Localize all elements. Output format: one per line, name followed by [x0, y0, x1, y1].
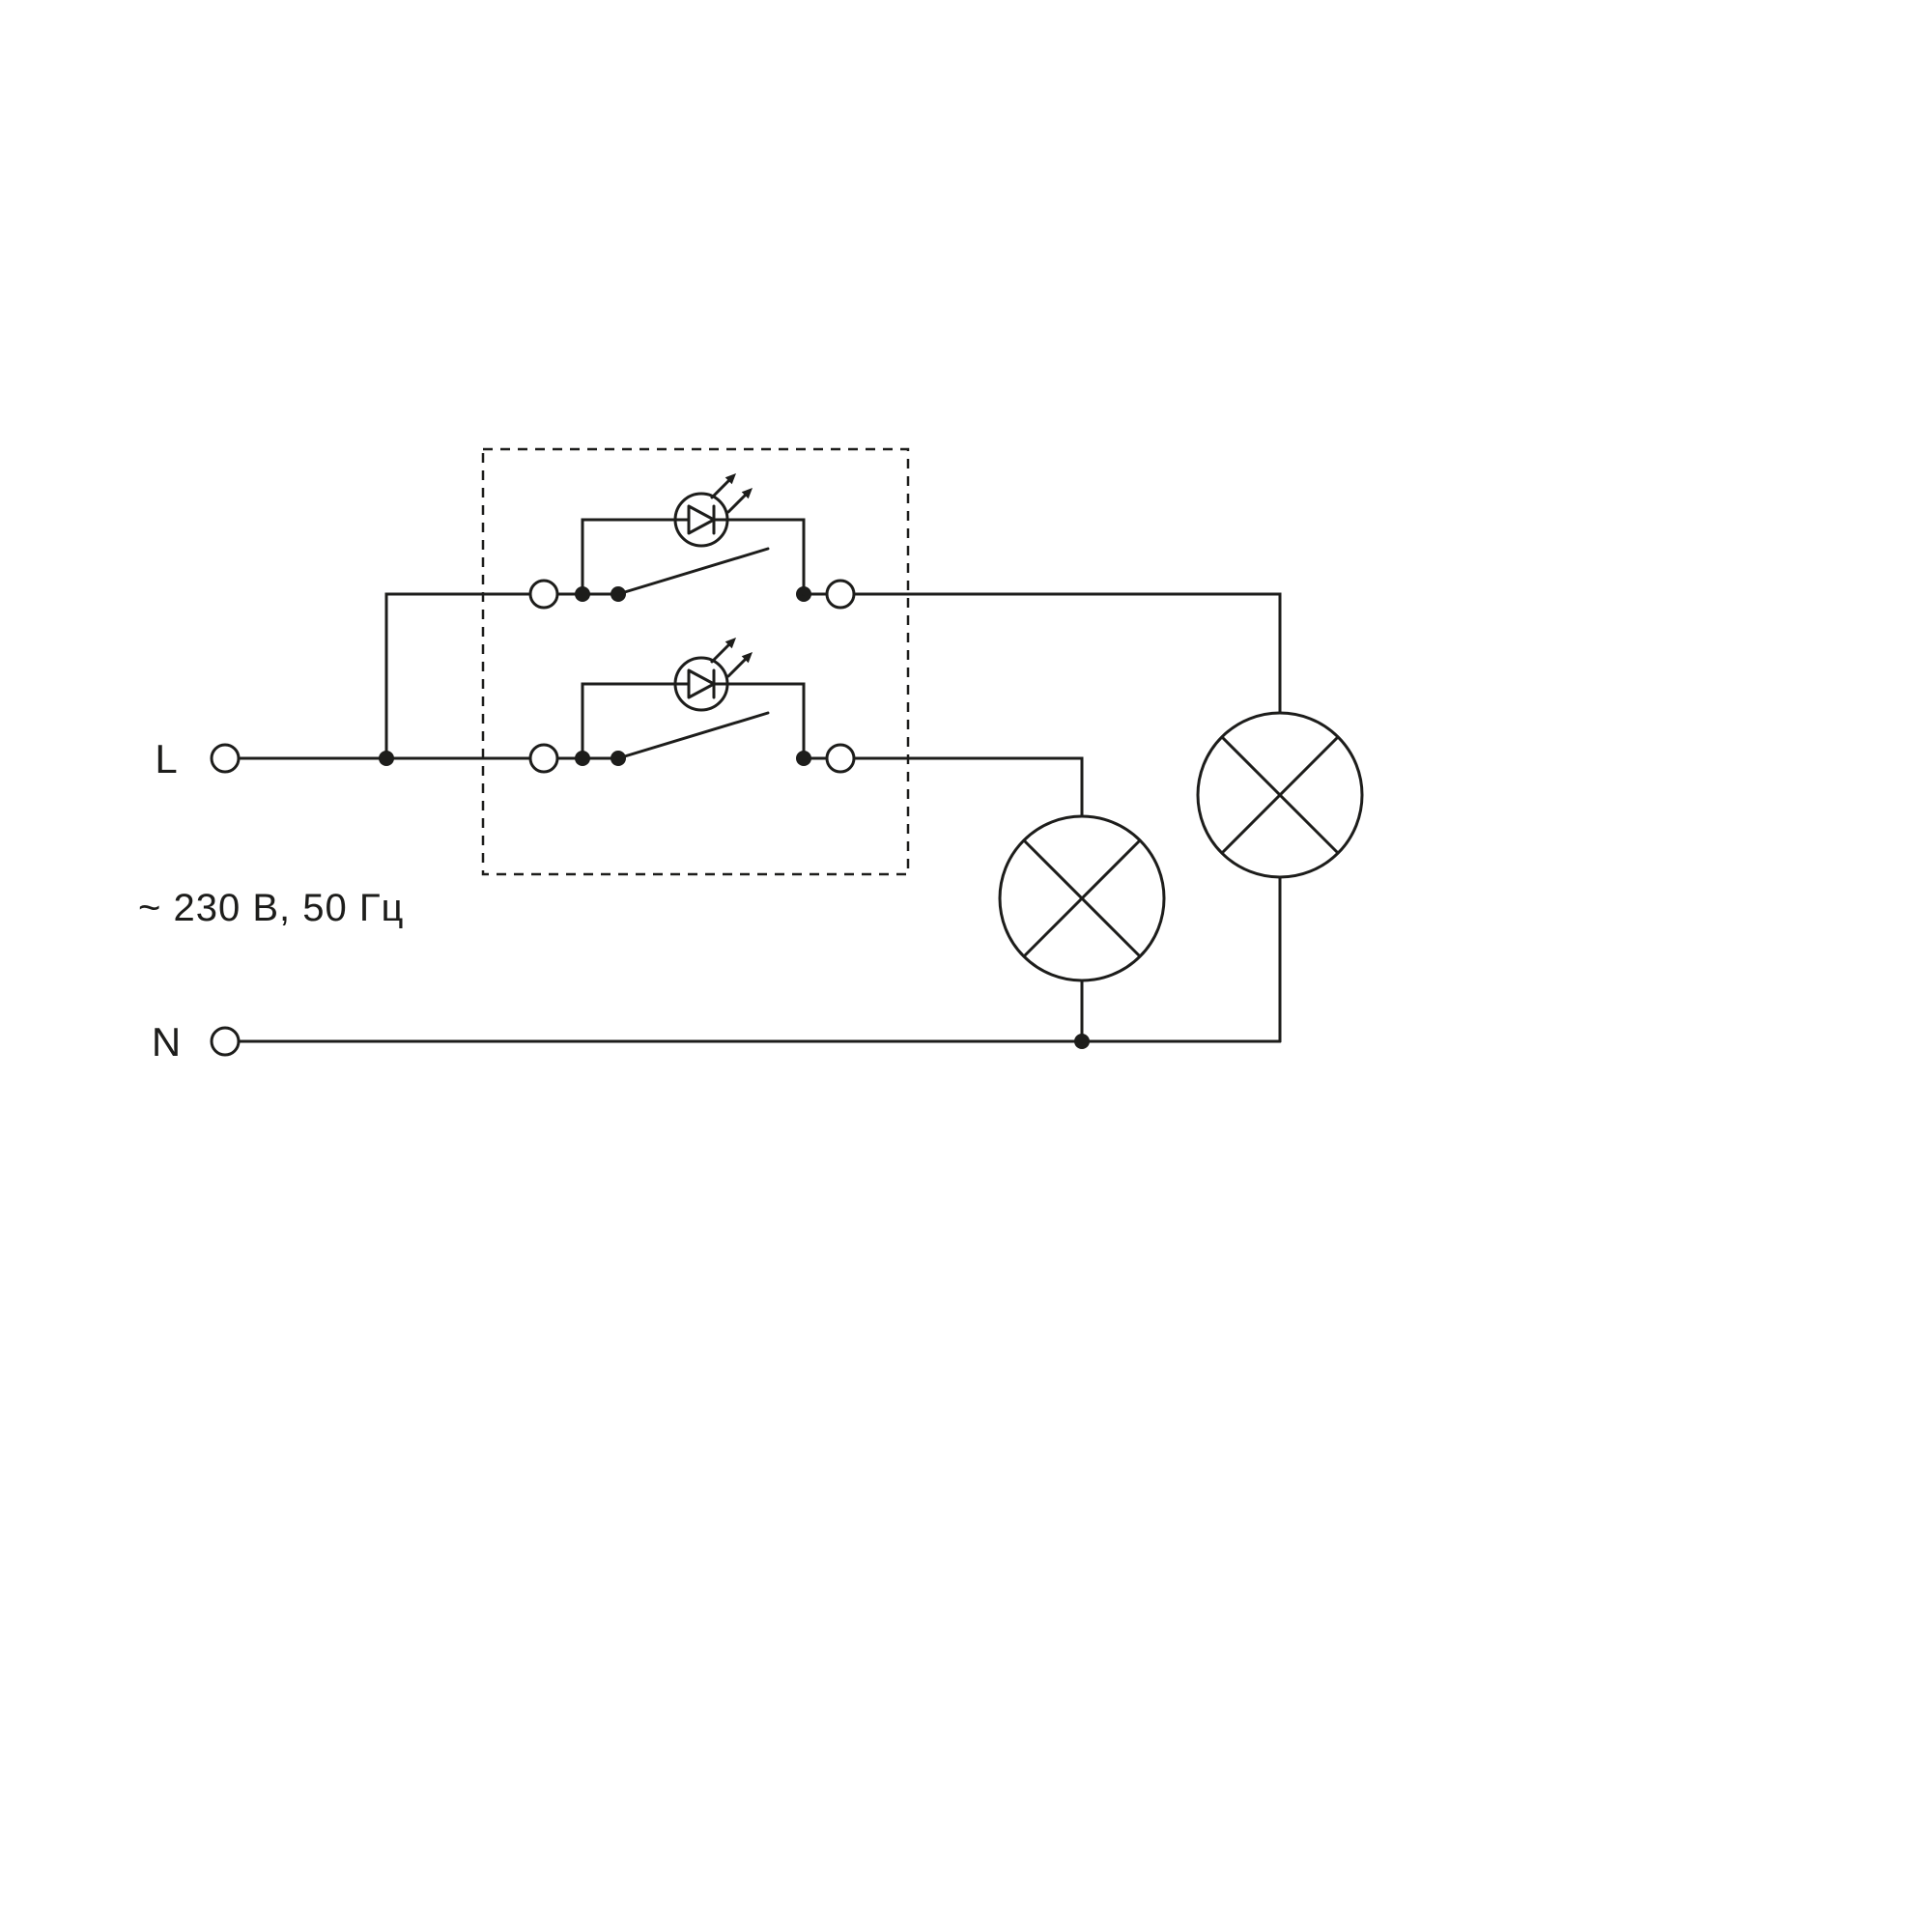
switch-2-terminal-out [825, 743, 856, 774]
switch-unit-boundary [481, 447, 910, 876]
voltage-rating-label: ~ 230 В, 50 Гц [138, 887, 404, 929]
terminal-L-icon [210, 743, 241, 774]
wire-line-feed [237, 592, 532, 766]
switch-2 [528, 711, 856, 774]
led-emission-arrows-icon [710, 638, 753, 678]
wire-switch2-to-lamp1 [852, 756, 1084, 818]
junction-dot [379, 751, 394, 766]
switch-2-blade-icon [616, 711, 770, 760]
switch-1 [528, 547, 856, 610]
wire-switch1-to-lamp2 [852, 592, 1282, 715]
lamp-1-icon [998, 814, 1166, 982]
led-emission-arrows-icon [710, 473, 753, 514]
switch-1-terminal-in [528, 579, 559, 610]
led-indicator-2 [581, 638, 806, 760]
led-indicator-1 [581, 473, 806, 596]
switch-1-terminal-out [825, 579, 856, 610]
switch-2-terminal-in [528, 743, 559, 774]
neutral-terminal-label: N [152, 1019, 181, 1065]
lamp-2-icon [1196, 711, 1364, 879]
line-terminal-label: L [155, 736, 177, 781]
wire-neutral [237, 1034, 1282, 1049]
switch-1-blade-icon [616, 547, 770, 596]
terminal-N-icon [210, 1026, 241, 1057]
